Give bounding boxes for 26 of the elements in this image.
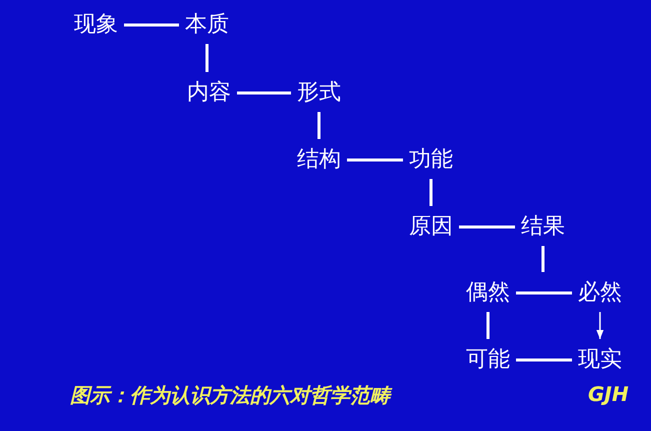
category-label: 原因 xyxy=(405,214,457,240)
category-label: 本质 xyxy=(181,12,233,38)
category-label: 功能 xyxy=(405,147,457,173)
connector-line xyxy=(347,158,403,162)
category-label: 必然 xyxy=(574,280,626,306)
connector-line xyxy=(516,292,572,294)
connector-line xyxy=(542,246,544,272)
category-label: 形式 xyxy=(293,80,345,106)
arrow xyxy=(596,312,604,339)
connector-line xyxy=(206,44,208,72)
category-label: 结果 xyxy=(517,214,569,240)
category-label: 内容 xyxy=(183,80,235,106)
connector-line xyxy=(430,179,432,206)
author-initials: GJH xyxy=(588,382,629,406)
caption: 图示：作为认识方法的六对哲学范畴 xyxy=(70,382,390,409)
category-label: 现实 xyxy=(574,347,626,373)
category-label: 现象 xyxy=(70,12,122,38)
connector-line xyxy=(516,358,572,362)
connector-line xyxy=(459,226,515,228)
connector-line xyxy=(124,24,179,26)
connector-line xyxy=(318,112,320,139)
category-label: 偶然 xyxy=(462,280,514,306)
connector-line xyxy=(486,312,490,339)
category-label: 可能 xyxy=(462,347,514,373)
category-label: 结构 xyxy=(293,147,345,173)
connector-line xyxy=(237,92,291,94)
